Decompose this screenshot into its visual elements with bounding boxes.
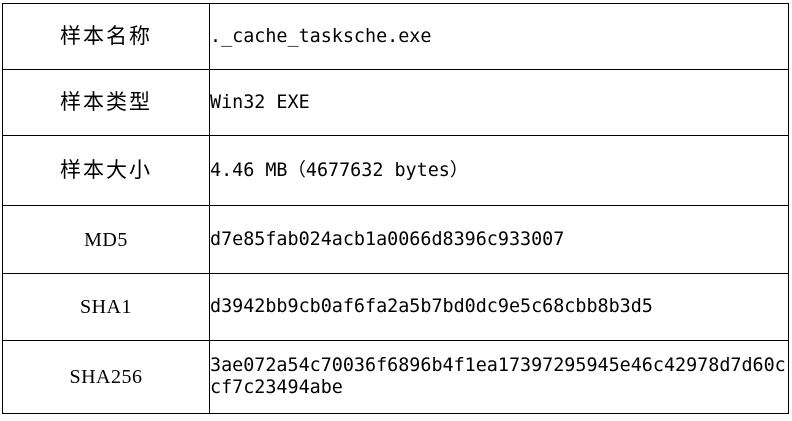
sha256-label: SHA256 bbox=[69, 366, 143, 388]
row-label-sample-type: 样本类型 bbox=[2, 69, 210, 136]
row-label-md5: MD5 bbox=[2, 205, 210, 274]
sample-type-value: Win32 EXE bbox=[210, 91, 310, 113]
row-label-sha1: SHA1 bbox=[2, 273, 210, 341]
table-body: 样本名称 ._cache_tasksche.exe 样本类型 Win32 EXE… bbox=[2, 3, 789, 414]
md5-label: MD5 bbox=[84, 228, 128, 251]
table-row: 样本名称 ._cache_tasksche.exe bbox=[2, 3, 789, 70]
row-label-sample-size: 样本大小 bbox=[2, 135, 210, 206]
table-row: SHA1 d3942bb9cb0af6fa2a5b7bd0dc9e5c68cbb… bbox=[2, 273, 789, 341]
sample-info-table: 样本名称 ._cache_tasksche.exe 样本类型 Win32 EXE… bbox=[2, 3, 789, 414]
row-value-md5: d7e85fab024acb1a0066d8396c933007 bbox=[209, 205, 789, 274]
row-label-sha256: SHA256 bbox=[2, 340, 210, 414]
row-label-sample-name: 样本名称 bbox=[2, 3, 210, 70]
table-row: MD5 d7e85fab024acb1a0066d8396c933007 bbox=[2, 205, 789, 274]
row-value-sample-name: ._cache_tasksche.exe bbox=[209, 3, 789, 70]
sha1-value: d3942bb9cb0af6fa2a5b7bd0dc9e5c68cbb8b3d5 bbox=[210, 296, 653, 318]
row-value-sample-type: Win32 EXE bbox=[209, 69, 789, 136]
table-row: 样本类型 Win32 EXE bbox=[2, 69, 789, 136]
sample-size-label: 样本大小 bbox=[60, 157, 152, 182]
sample-name-value: ._cache_tasksche.exe bbox=[210, 25, 432, 47]
md5-value: d7e85fab024acb1a0066d8396c933007 bbox=[210, 228, 565, 250]
row-value-sha1: d3942bb9cb0af6fa2a5b7bd0dc9e5c68cbb8b3d5 bbox=[209, 273, 789, 341]
table-row: 样本大小 4.46 MB（4677632 bytes） bbox=[2, 135, 789, 206]
sample-type-label: 样本类型 bbox=[60, 89, 152, 114]
table-row: SHA256 3ae072a54c70036f6896b4f1ea1739729… bbox=[2, 340, 789, 414]
row-value-sample-size: 4.46 MB（4677632 bytes） bbox=[209, 135, 789, 206]
sample-name-label: 样本名称 bbox=[60, 23, 152, 48]
row-value-sha256: 3ae072a54c70036f6896b4f1ea17397295945e46… bbox=[209, 340, 789, 414]
sample-size-value: 4.46 MB（4677632 bytes） bbox=[210, 159, 469, 181]
sha1-label: SHA1 bbox=[79, 296, 132, 318]
sha256-value: 3ae072a54c70036f6896b4f1ea17397295945e46… bbox=[210, 354, 786, 398]
